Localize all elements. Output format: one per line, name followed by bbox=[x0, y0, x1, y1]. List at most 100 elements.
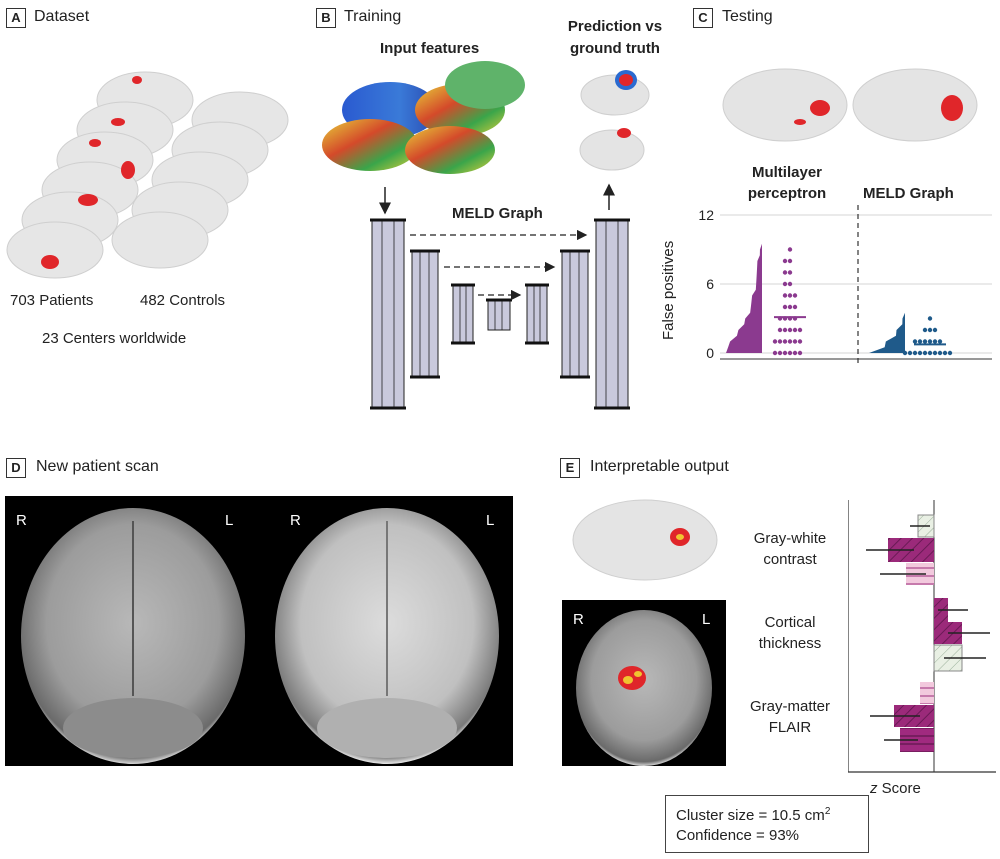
data-point bbox=[792, 327, 798, 333]
y-tick-label: 6 bbox=[706, 276, 714, 292]
data-point bbox=[932, 339, 938, 344]
data-point bbox=[787, 258, 793, 264]
data-point bbox=[777, 339, 783, 344]
data-point bbox=[942, 350, 948, 356]
scan2-left-marker: L bbox=[486, 512, 495, 529]
meld-graph-label: MELD Graph bbox=[863, 185, 954, 202]
data-point bbox=[787, 270, 793, 275]
data-point bbox=[922, 339, 928, 344]
meld-graph-model-label: MELD Graph bbox=[452, 205, 543, 222]
panel-c-letter: C bbox=[693, 8, 713, 28]
data-point bbox=[922, 327, 928, 333]
data-point bbox=[932, 327, 938, 333]
data-point bbox=[777, 350, 783, 356]
centers-count: 23 Centers worldwide bbox=[42, 330, 187, 347]
violin-0 bbox=[726, 215, 762, 353]
cluster-size-text: Cluster size = 10.5 cm bbox=[676, 807, 825, 824]
data-point bbox=[947, 350, 953, 356]
prediction-label-line1: Prediction vs bbox=[567, 18, 663, 35]
mri-scan-panel bbox=[5, 496, 513, 766]
data-point bbox=[937, 350, 943, 356]
data-point bbox=[782, 270, 788, 275]
data-point bbox=[782, 327, 788, 333]
panel-e-title: Interpretable output bbox=[590, 458, 729, 475]
zscore-axis-label: z Score bbox=[870, 780, 921, 797]
z-italic: z bbox=[870, 780, 878, 797]
panel-d-letter: D bbox=[6, 458, 26, 478]
panel-d-title: New patient scan bbox=[36, 458, 159, 475]
data-point bbox=[787, 281, 793, 287]
data-point bbox=[937, 339, 943, 344]
input-features-label: Input features bbox=[380, 40, 480, 57]
panel-b-letter: B bbox=[316, 8, 336, 28]
data-point bbox=[792, 293, 798, 298]
data-point bbox=[782, 350, 788, 356]
data-point bbox=[787, 350, 793, 356]
data-point bbox=[927, 339, 933, 344]
scan1-right-marker: R bbox=[16, 512, 27, 529]
output-left-marker: L bbox=[702, 611, 711, 628]
zscore-chart bbox=[848, 500, 996, 773]
data-point bbox=[797, 339, 803, 344]
prediction-label-line2: ground truth bbox=[570, 40, 660, 57]
data-point bbox=[787, 293, 793, 298]
panel-a-title: Dataset bbox=[34, 8, 90, 25]
data-point bbox=[787, 304, 793, 310]
data-point bbox=[782, 281, 788, 287]
confidence: Confidence = 93% bbox=[676, 827, 800, 844]
data-point bbox=[927, 316, 933, 321]
testing-brains bbox=[722, 68, 978, 142]
feature2-label-line2: thickness bbox=[758, 635, 822, 652]
feature3-label-line1: Gray-matter bbox=[749, 698, 830, 715]
y-tick-label: 12 bbox=[698, 207, 714, 223]
panel-b-title: Training bbox=[344, 8, 402, 25]
cluster-info-box: Cluster size = 10.5 cm2 Confidence = 93% bbox=[665, 795, 869, 853]
data-point bbox=[912, 350, 918, 356]
score-word: Score bbox=[877, 780, 921, 797]
data-point bbox=[782, 304, 788, 310]
input-feature-brains bbox=[322, 61, 525, 174]
cluster-size-unit-sup: 2 bbox=[824, 806, 831, 817]
panel-a-letter: A bbox=[6, 8, 26, 28]
output-right-marker: R bbox=[573, 611, 584, 628]
scan2-right-marker: R bbox=[290, 512, 301, 529]
scan1-left-marker: L bbox=[225, 512, 234, 529]
data-point bbox=[772, 350, 778, 356]
data-point bbox=[792, 304, 798, 310]
data-point bbox=[792, 339, 798, 344]
data-point bbox=[917, 350, 923, 356]
mlp-label-line1: Multilayer bbox=[751, 164, 823, 181]
data-point bbox=[932, 350, 938, 356]
cluster-size: Cluster size = 10.5 cm2 bbox=[676, 802, 858, 826]
output-mri-image bbox=[576, 610, 712, 766]
feature1-label-line1: Gray-white bbox=[753, 530, 827, 547]
y-tick-label: 0 bbox=[706, 345, 714, 361]
prediction-brains bbox=[579, 70, 650, 171]
data-point bbox=[782, 293, 788, 298]
feature3-label-line2: FLAIR bbox=[768, 719, 812, 736]
violin-1 bbox=[869, 284, 905, 353]
data-point bbox=[787, 339, 793, 344]
panel-c-title: Testing bbox=[722, 8, 773, 25]
data-point bbox=[922, 350, 928, 356]
panel-e-letter: E bbox=[560, 458, 580, 478]
false-positives-chart: 0 6 12 bbox=[698, 205, 992, 365]
data-point bbox=[787, 247, 793, 252]
data-point bbox=[772, 339, 778, 344]
data-point bbox=[902, 350, 908, 356]
data-point bbox=[787, 327, 793, 333]
mri-scan-images bbox=[21, 508, 499, 764]
training-diagram bbox=[322, 61, 650, 410]
controls-count: 482 Controls bbox=[140, 292, 226, 309]
output-brain bbox=[572, 499, 718, 581]
feature2-label-line1: Cortical bbox=[764, 614, 816, 631]
data-point bbox=[927, 350, 933, 356]
feature1-label-line2: contrast bbox=[763, 551, 817, 568]
brain-stack-illustration bbox=[6, 71, 289, 279]
mlp-label-line2: perceptron bbox=[747, 185, 827, 202]
data-point bbox=[907, 350, 913, 356]
patients-count: 703 Patients bbox=[10, 292, 94, 309]
output-mri bbox=[562, 600, 726, 766]
data-point bbox=[917, 339, 923, 344]
data-point bbox=[797, 350, 803, 356]
